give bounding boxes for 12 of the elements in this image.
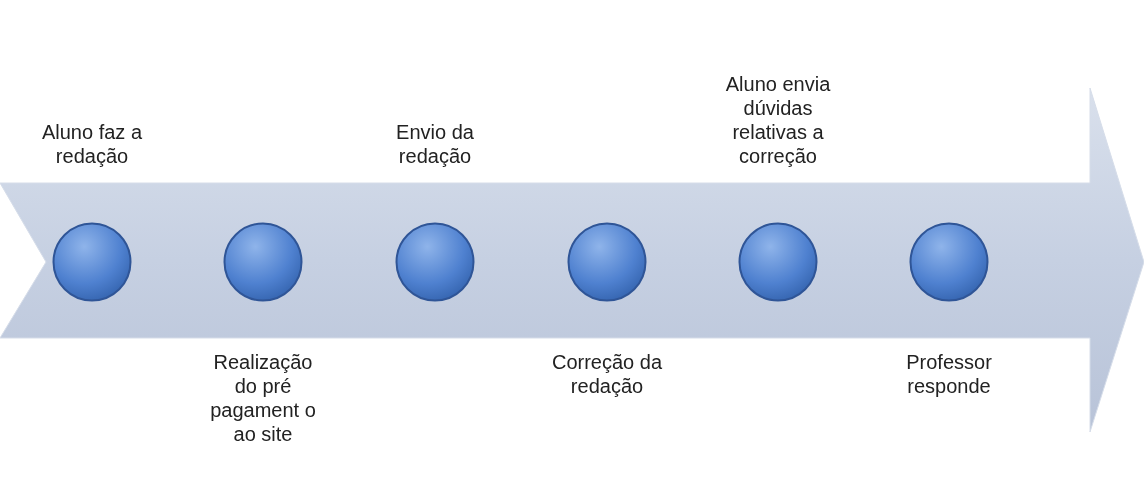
- step-label: Aluno faz a redação: [40, 120, 144, 168]
- step-label: Realização do pré pagament o ao site: [209, 350, 317, 446]
- step-label: Aluno envia dúvidas relativas a correção: [724, 72, 832, 168]
- milestone-circle: [395, 222, 475, 302]
- step-label: Professor responde: [905, 350, 993, 398]
- step-label: Envio da redação: [395, 120, 475, 168]
- step-label: Correção da redação: [550, 350, 664, 398]
- milestone-circle: [909, 222, 989, 302]
- milestone-circle: [738, 222, 818, 302]
- milestone-circle: [567, 222, 647, 302]
- milestone-circle: [223, 222, 303, 302]
- milestone-circle: [52, 222, 132, 302]
